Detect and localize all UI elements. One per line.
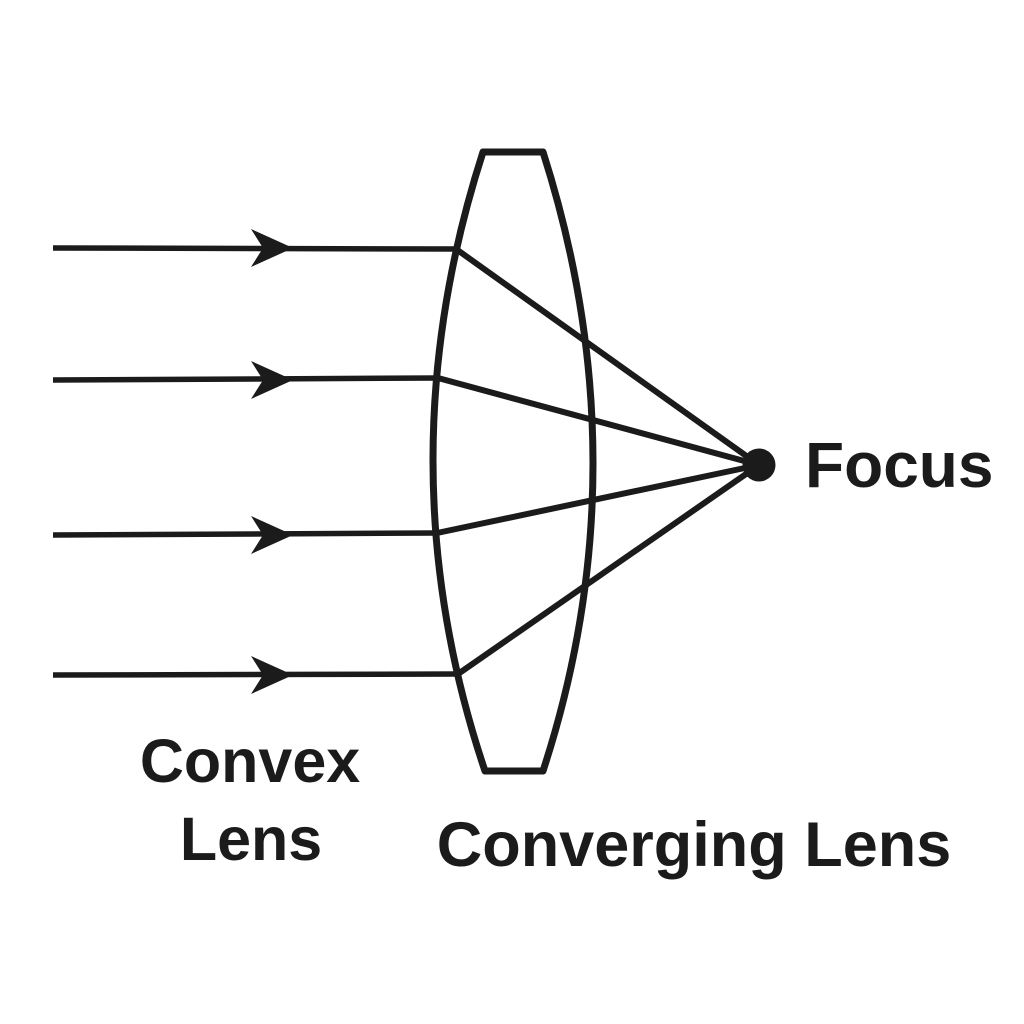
convex-lens-label-line1: Convex xyxy=(140,727,360,795)
biconvex-lens-outline xyxy=(429,148,597,775)
ray-arrowhead-icon xyxy=(251,229,293,267)
refracted-ray-2 xyxy=(435,375,762,468)
incident-ray-3 xyxy=(52,530,438,538)
converging-lens-label: Converging Lens xyxy=(437,810,952,880)
ray-arrowhead-icon xyxy=(251,656,293,694)
incident-ray-1 xyxy=(52,245,457,252)
incident-ray-4 xyxy=(52,671,459,678)
incident-rays xyxy=(52,229,459,694)
ray-arrowhead-icon xyxy=(251,361,293,399)
focus-label: Focus xyxy=(805,429,993,501)
convex-lens-label-line2: Lens xyxy=(180,805,322,873)
refracted-ray-3 xyxy=(434,462,762,536)
incident-ray-2 xyxy=(52,375,439,383)
refracted-rays xyxy=(434,246,762,677)
ray-arrowhead-icon xyxy=(251,516,293,554)
refracted-ray-4 xyxy=(455,462,762,677)
refracted-ray-1 xyxy=(453,246,762,468)
focus-point-dot xyxy=(742,448,776,482)
